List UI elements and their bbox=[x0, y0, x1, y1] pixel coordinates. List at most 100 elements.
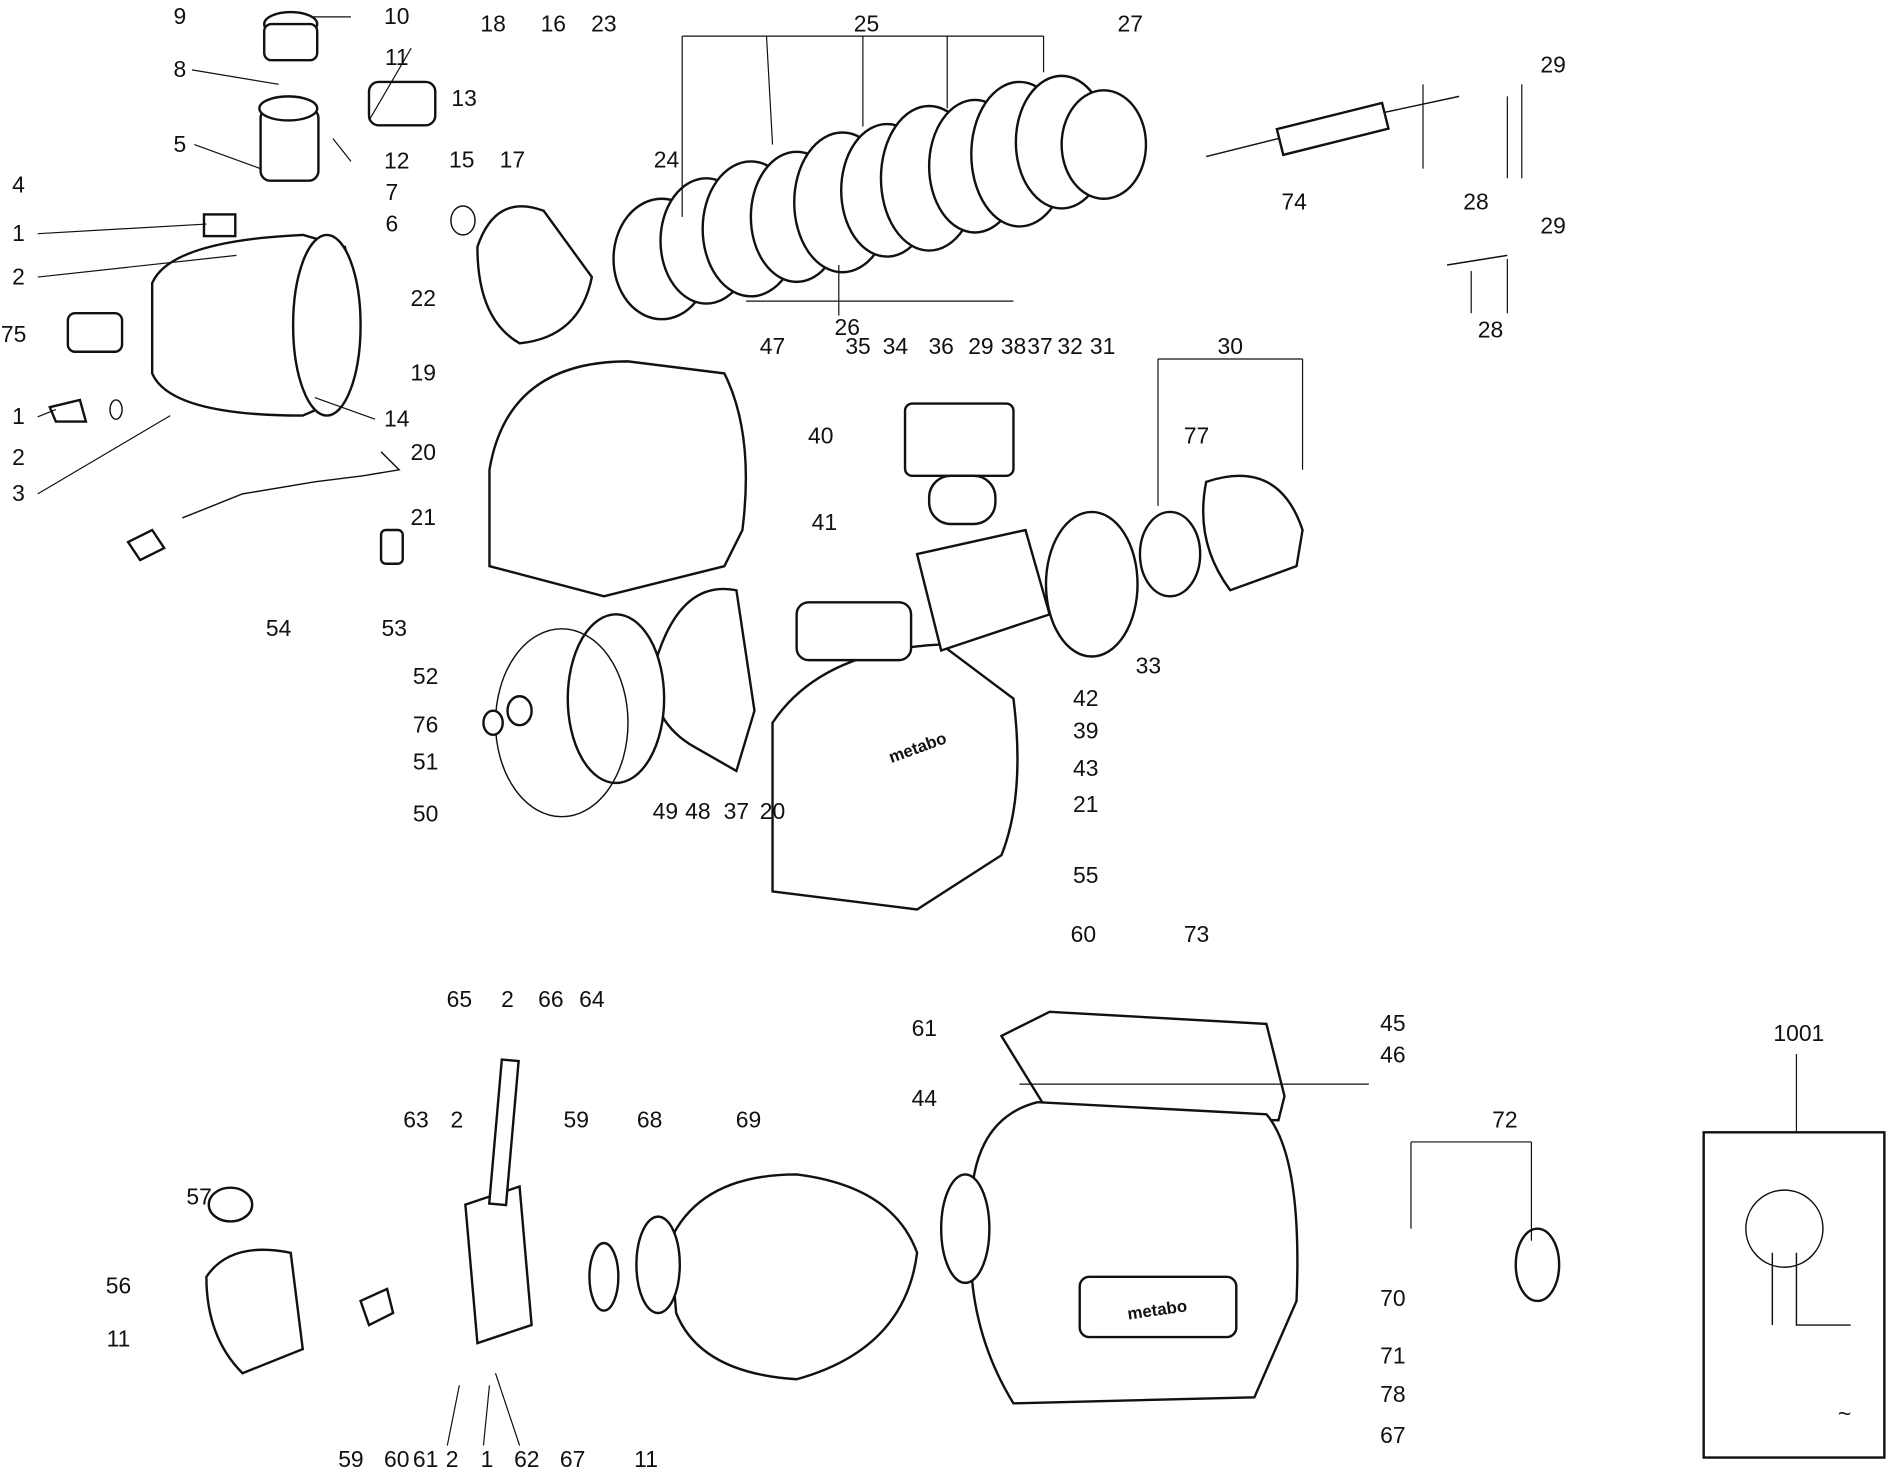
callout: 2 bbox=[12, 263, 25, 289]
callout: 48 bbox=[685, 798, 710, 824]
callout: 45 bbox=[1380, 1010, 1405, 1036]
callout: 31 bbox=[1090, 333, 1115, 359]
callout: 27 bbox=[1118, 10, 1143, 36]
inset-1001: ~ bbox=[1702, 1131, 1886, 1459]
callout: 25 bbox=[854, 10, 879, 36]
callout: 5 bbox=[174, 131, 187, 157]
callout: 6 bbox=[386, 210, 399, 236]
callout: 13 bbox=[451, 85, 476, 111]
callout: 75 bbox=[1, 321, 26, 347]
callout: 23 bbox=[591, 10, 616, 36]
callout: 59 bbox=[563, 1106, 588, 1132]
callout: 18 bbox=[480, 10, 505, 36]
callout: 12 bbox=[384, 148, 409, 174]
callout: 73 bbox=[1184, 921, 1209, 947]
callout: 67 bbox=[560, 1446, 585, 1472]
frame-handle: metabo bbox=[482, 360, 1019, 911]
ac-symbol: ~ bbox=[1838, 1400, 1851, 1426]
callout: 1 bbox=[481, 1446, 494, 1472]
callout: 64 bbox=[579, 986, 605, 1012]
callout: 68 bbox=[637, 1106, 662, 1132]
callout: 11 bbox=[385, 44, 409, 70]
callout: 60 bbox=[384, 1446, 409, 1472]
callout: 77 bbox=[1184, 422, 1209, 448]
callout: 59 bbox=[338, 1446, 363, 1472]
callout: 44 bbox=[912, 1085, 938, 1111]
callout: 15 bbox=[449, 146, 474, 172]
callout: 11 bbox=[107, 1326, 131, 1352]
callout: 65 bbox=[447, 986, 472, 1012]
callout: 20 bbox=[410, 439, 435, 465]
callout: 21 bbox=[1073, 791, 1098, 817]
callout: 78 bbox=[1380, 1381, 1405, 1407]
callout: 28 bbox=[1463, 189, 1488, 215]
callout: 55 bbox=[1073, 862, 1098, 888]
callout: 29 bbox=[1540, 51, 1565, 77]
callout: 2 bbox=[451, 1106, 464, 1132]
callout: 50 bbox=[413, 801, 438, 827]
callout: 34 bbox=[883, 333, 909, 359]
callout: 66 bbox=[538, 986, 563, 1012]
callout: 21 bbox=[410, 504, 435, 530]
callout: 10 bbox=[384, 3, 409, 29]
callout: 2 bbox=[12, 444, 25, 470]
callout: 71 bbox=[1380, 1343, 1405, 1369]
callout: 61 bbox=[413, 1446, 438, 1472]
callout: 53 bbox=[382, 615, 407, 641]
callout: 36 bbox=[928, 333, 953, 359]
callout: 72 bbox=[1492, 1106, 1517, 1132]
callout: 16 bbox=[541, 10, 566, 36]
callout: 49 bbox=[653, 798, 678, 824]
callout: 43 bbox=[1073, 755, 1098, 781]
callout: 51 bbox=[413, 749, 438, 775]
callout: 70 bbox=[1380, 1285, 1405, 1311]
callout: 17 bbox=[500, 146, 525, 172]
callout-labels: 9 10 8 11 13 5 12 4 7 1 6 2 75 1 2 3 14 … bbox=[1, 3, 1824, 1472]
callout: 24 bbox=[654, 146, 680, 172]
callout: 26 bbox=[834, 314, 859, 340]
callout: 47 bbox=[760, 333, 785, 359]
callout: 54 bbox=[266, 615, 292, 641]
callout: 76 bbox=[413, 711, 438, 737]
callout: 19 bbox=[410, 360, 435, 386]
callout: 28 bbox=[1478, 316, 1503, 342]
callout: 67 bbox=[1380, 1422, 1405, 1448]
pressure-switch-group bbox=[205, 1058, 1561, 1375]
callout: 8 bbox=[174, 56, 187, 82]
callout: 4 bbox=[12, 172, 25, 198]
callout: 2 bbox=[501, 986, 514, 1012]
motor bbox=[795, 402, 1304, 662]
callout: 60 bbox=[1071, 921, 1096, 947]
callout: 35 bbox=[845, 333, 870, 359]
callout: 9 bbox=[174, 3, 187, 29]
callout: 46 bbox=[1380, 1041, 1405, 1067]
cable-group bbox=[1206, 95, 1508, 266]
leader-lines bbox=[37, 16, 1798, 1446]
callout: 57 bbox=[186, 1184, 211, 1210]
base-stand: metabo bbox=[939, 1010, 1299, 1405]
callout: 63 bbox=[403, 1106, 428, 1132]
callout: 2 bbox=[446, 1446, 459, 1472]
callout: 37 bbox=[724, 798, 749, 824]
callout: 1 bbox=[12, 403, 25, 429]
callout: 29 bbox=[1540, 213, 1565, 239]
pressure-tank bbox=[588, 1173, 919, 1381]
callout: 22 bbox=[410, 285, 435, 311]
callout: 42 bbox=[1073, 685, 1098, 711]
callout: 14 bbox=[384, 405, 410, 431]
callout: 20 bbox=[760, 798, 785, 824]
callout: 56 bbox=[106, 1273, 131, 1299]
callout: 61 bbox=[912, 1015, 937, 1041]
pump-housing-group bbox=[48, 10, 437, 565]
callout: 29 bbox=[968, 333, 993, 359]
callout: 41 bbox=[812, 509, 837, 535]
callout: 52 bbox=[413, 663, 438, 689]
callout: 11 bbox=[634, 1446, 658, 1472]
callout: 62 bbox=[514, 1446, 539, 1472]
callout: 1 bbox=[12, 220, 25, 246]
impeller-stack bbox=[450, 74, 1148, 345]
callout: 69 bbox=[736, 1106, 761, 1132]
callout: 33 bbox=[1136, 652, 1161, 678]
callout: 37 bbox=[1027, 333, 1052, 359]
